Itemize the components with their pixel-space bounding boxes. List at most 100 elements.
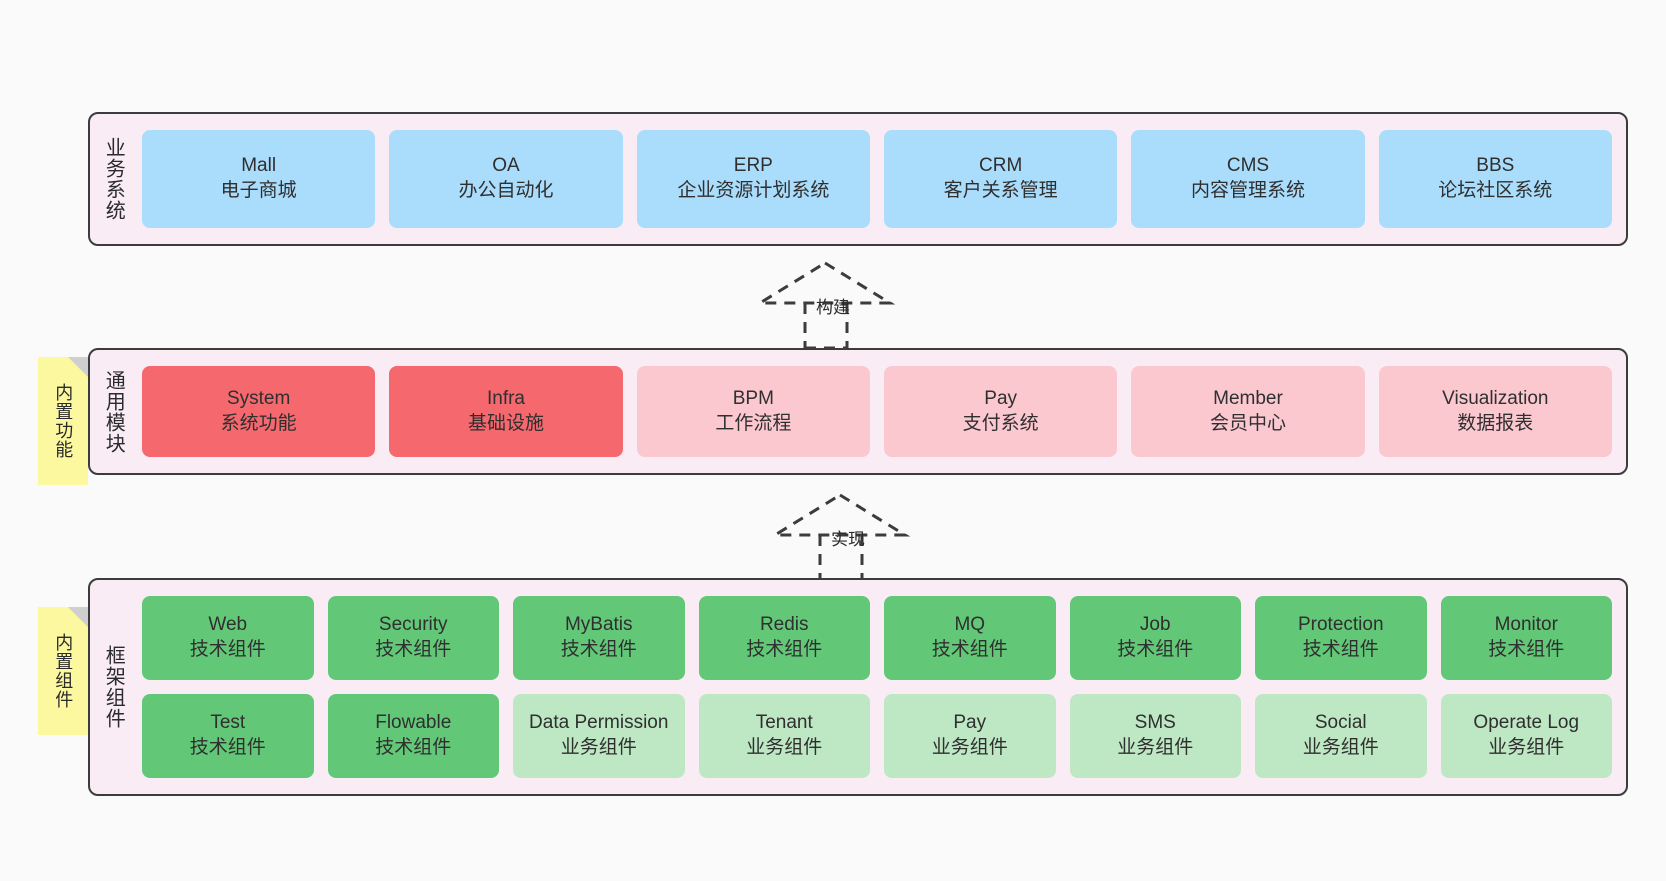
sticky-note-builtin-component: 内置组件 — [38, 607, 88, 735]
node-crm[interactable]: CRM 客户关系管理 — [883, 130, 1118, 228]
node-test-cn: 技术组件 — [189, 737, 266, 758]
node-crm-en: CRM — [979, 155, 1023, 177]
node-sms[interactable]: SMS 业务组件 — [1069, 694, 1241, 778]
common-module-nodes: System 系统功能 Infra 基础设施 BPM 工作流程 Pay 支付系统… — [136, 350, 1626, 473]
node-monitor-en: Monitor — [1494, 614, 1558, 636]
connector-build-label: 构建 — [816, 298, 850, 317]
node-test[interactable]: Test 技术组件 — [142, 694, 314, 778]
node-flowable-en: Flowable — [375, 712, 452, 734]
node-tenant-cn: 业务组件 — [746, 737, 823, 758]
node-oa-cn: 办公自动化 — [458, 180, 554, 201]
node-operate-log-cn: 业务组件 — [1488, 737, 1565, 758]
node-system[interactable]: System 系统功能 — [142, 366, 376, 457]
node-data-permission-cn: 业务组件 — [560, 737, 637, 758]
node-mybatis-cn: 技术组件 — [560, 639, 637, 660]
node-pay-component-cn: 业务组件 — [931, 737, 1008, 758]
node-bpm[interactable]: BPM 工作流程 — [636, 366, 870, 457]
node-mybatis[interactable]: MyBatis 技术组件 — [513, 596, 685, 680]
connector-implement-label: 实现 — [831, 530, 865, 549]
node-data-permission[interactable]: Data Permission 业务组件 — [513, 694, 685, 778]
node-bbs-cn: 论坛社区系统 — [1438, 180, 1553, 201]
node-member-en: Member — [1213, 387, 1283, 409]
node-bbs[interactable]: BBS 论坛社区系统 — [1378, 130, 1612, 228]
layer-business-system: 业务系统 Mall 电子商城 OA 办公自动化 ERP 企业资源计划系统 CRM… — [88, 112, 1628, 246]
node-tenant[interactable]: Tenant 业务组件 — [698, 694, 870, 778]
node-web[interactable]: Web 技术组件 — [142, 596, 314, 680]
framework-row-business: Test 技术组件 Flowable 技术组件 Data Permission … — [142, 694, 1612, 778]
node-visualization-cn: 数据报表 — [1457, 412, 1534, 434]
connector-implement: 实现 — [769, 487, 930, 582]
node-sms-cn: 业务组件 — [1117, 737, 1194, 758]
node-redis[interactable]: Redis 技术组件 — [698, 596, 870, 680]
sticky-note-builtin-component-label: 内置组件 — [53, 633, 74, 709]
sticky-note-builtin-function-label: 内置功能 — [53, 383, 74, 459]
layer-caption-common-module: 通用模块 — [102, 369, 125, 454]
node-infra-en: Infra — [486, 387, 525, 409]
node-web-cn: 技术组件 — [189, 639, 266, 660]
node-protection[interactable]: Protection 技术组件 — [1255, 596, 1427, 680]
node-protection-en: Protection — [1297, 614, 1384, 636]
node-erp-cn: 企业资源计划系统 — [677, 180, 830, 201]
node-visualization-en: Visualization — [1442, 387, 1549, 409]
layer-common-module: 通用模块 System 系统功能 Infra 基础设施 BPM 工作流程 Pay… — [88, 348, 1628, 475]
node-oa-en: OA — [492, 155, 520, 177]
node-monitor-cn: 技术组件 — [1488, 639, 1565, 660]
node-pay-module-en: Pay — [984, 387, 1018, 409]
node-cms-cn: 内容管理系统 — [1190, 180, 1305, 201]
node-visualization[interactable]: Visualization 数据报表 — [1378, 366, 1612, 457]
node-bpm-en: BPM — [732, 387, 774, 409]
node-bpm-cn: 工作流程 — [715, 412, 792, 434]
node-security-en: Security — [378, 614, 448, 636]
node-pay-component-en: Pay — [953, 712, 987, 734]
node-data-permission-en: Data Permission — [529, 712, 669, 734]
node-flowable[interactable]: Flowable 技术组件 — [327, 694, 499, 778]
connector-build-arrow — [754, 261, 896, 350]
node-system-en: System — [226, 387, 291, 409]
layer-caption-framework-component: 框架组件 — [102, 645, 125, 729]
node-web-en: Web — [208, 614, 248, 636]
layer-caption-business-system: 业务系统 — [102, 137, 125, 221]
node-crm-cn: 客户关系管理 — [943, 180, 1058, 201]
connector-implement-arrow — [769, 493, 911, 582]
node-pay-component[interactable]: Pay 业务组件 — [884, 694, 1056, 778]
node-social[interactable]: Social 业务组件 — [1255, 694, 1427, 778]
business-system-nodes: Mall 电子商城 OA 办公自动化 ERP 企业资源计划系统 CRM 客户关系… — [136, 114, 1626, 244]
node-social-cn: 业务组件 — [1302, 737, 1379, 758]
node-job[interactable]: Job 技术组件 — [1069, 596, 1241, 680]
node-monitor[interactable]: Monitor 技术组件 — [1440, 596, 1612, 680]
node-erp[interactable]: ERP 企业资源计划系统 — [636, 130, 870, 228]
node-mq-en: MQ — [954, 614, 986, 636]
node-job-cn: 技术组件 — [1117, 639, 1194, 660]
node-mall-en: Mall — [241, 155, 277, 177]
node-mq-cn: 技术组件 — [931, 639, 1008, 660]
node-erp-en: ERP — [733, 155, 773, 177]
node-security[interactable]: Security 技术组件 — [327, 596, 499, 680]
node-oa[interactable]: OA 办公自动化 — [389, 130, 623, 228]
node-social-en: Social — [1314, 712, 1367, 734]
sticky-note-builtin-function: 内置功能 — [38, 357, 88, 485]
node-cms-en: CMS — [1226, 155, 1270, 177]
node-redis-cn: 技术组件 — [746, 639, 823, 660]
node-test-en: Test — [210, 712, 246, 734]
node-operate-log[interactable]: Operate Log 业务组件 — [1440, 694, 1612, 778]
node-infra[interactable]: Infra 基础设施 — [389, 366, 623, 457]
node-member-cn: 会员中心 — [1209, 412, 1286, 434]
layer-framework-component: 框架组件 Web 技术组件 Security 技术组件 MyBatis 技术组件… — [88, 578, 1628, 796]
node-redis-en: Redis — [759, 614, 809, 636]
node-infra-cn: 基础设施 — [467, 412, 544, 434]
node-protection-cn: 技术组件 — [1302, 639, 1379, 660]
node-flowable-cn: 技术组件 — [375, 737, 452, 758]
framework-row-technical: Web 技术组件 Security 技术组件 MyBatis 技术组件 Redi… — [142, 596, 1612, 680]
node-mall[interactable]: Mall 电子商城 — [142, 130, 376, 228]
node-cms[interactable]: CMS 内容管理系统 — [1131, 130, 1365, 228]
node-job-en: Job — [1139, 614, 1171, 636]
node-tenant-en: Tenant — [755, 712, 813, 734]
node-mq[interactable]: MQ 技术组件 — [884, 596, 1056, 680]
node-pay-module[interactable]: Pay 支付系统 — [883, 366, 1118, 457]
node-member[interactable]: Member 会员中心 — [1131, 366, 1365, 457]
connector-build: 构建 — [754, 255, 915, 350]
node-mybatis-en: MyBatis — [564, 614, 633, 636]
node-sms-en: SMS — [1134, 712, 1176, 734]
node-mall-cn: 电子商城 — [220, 180, 297, 201]
